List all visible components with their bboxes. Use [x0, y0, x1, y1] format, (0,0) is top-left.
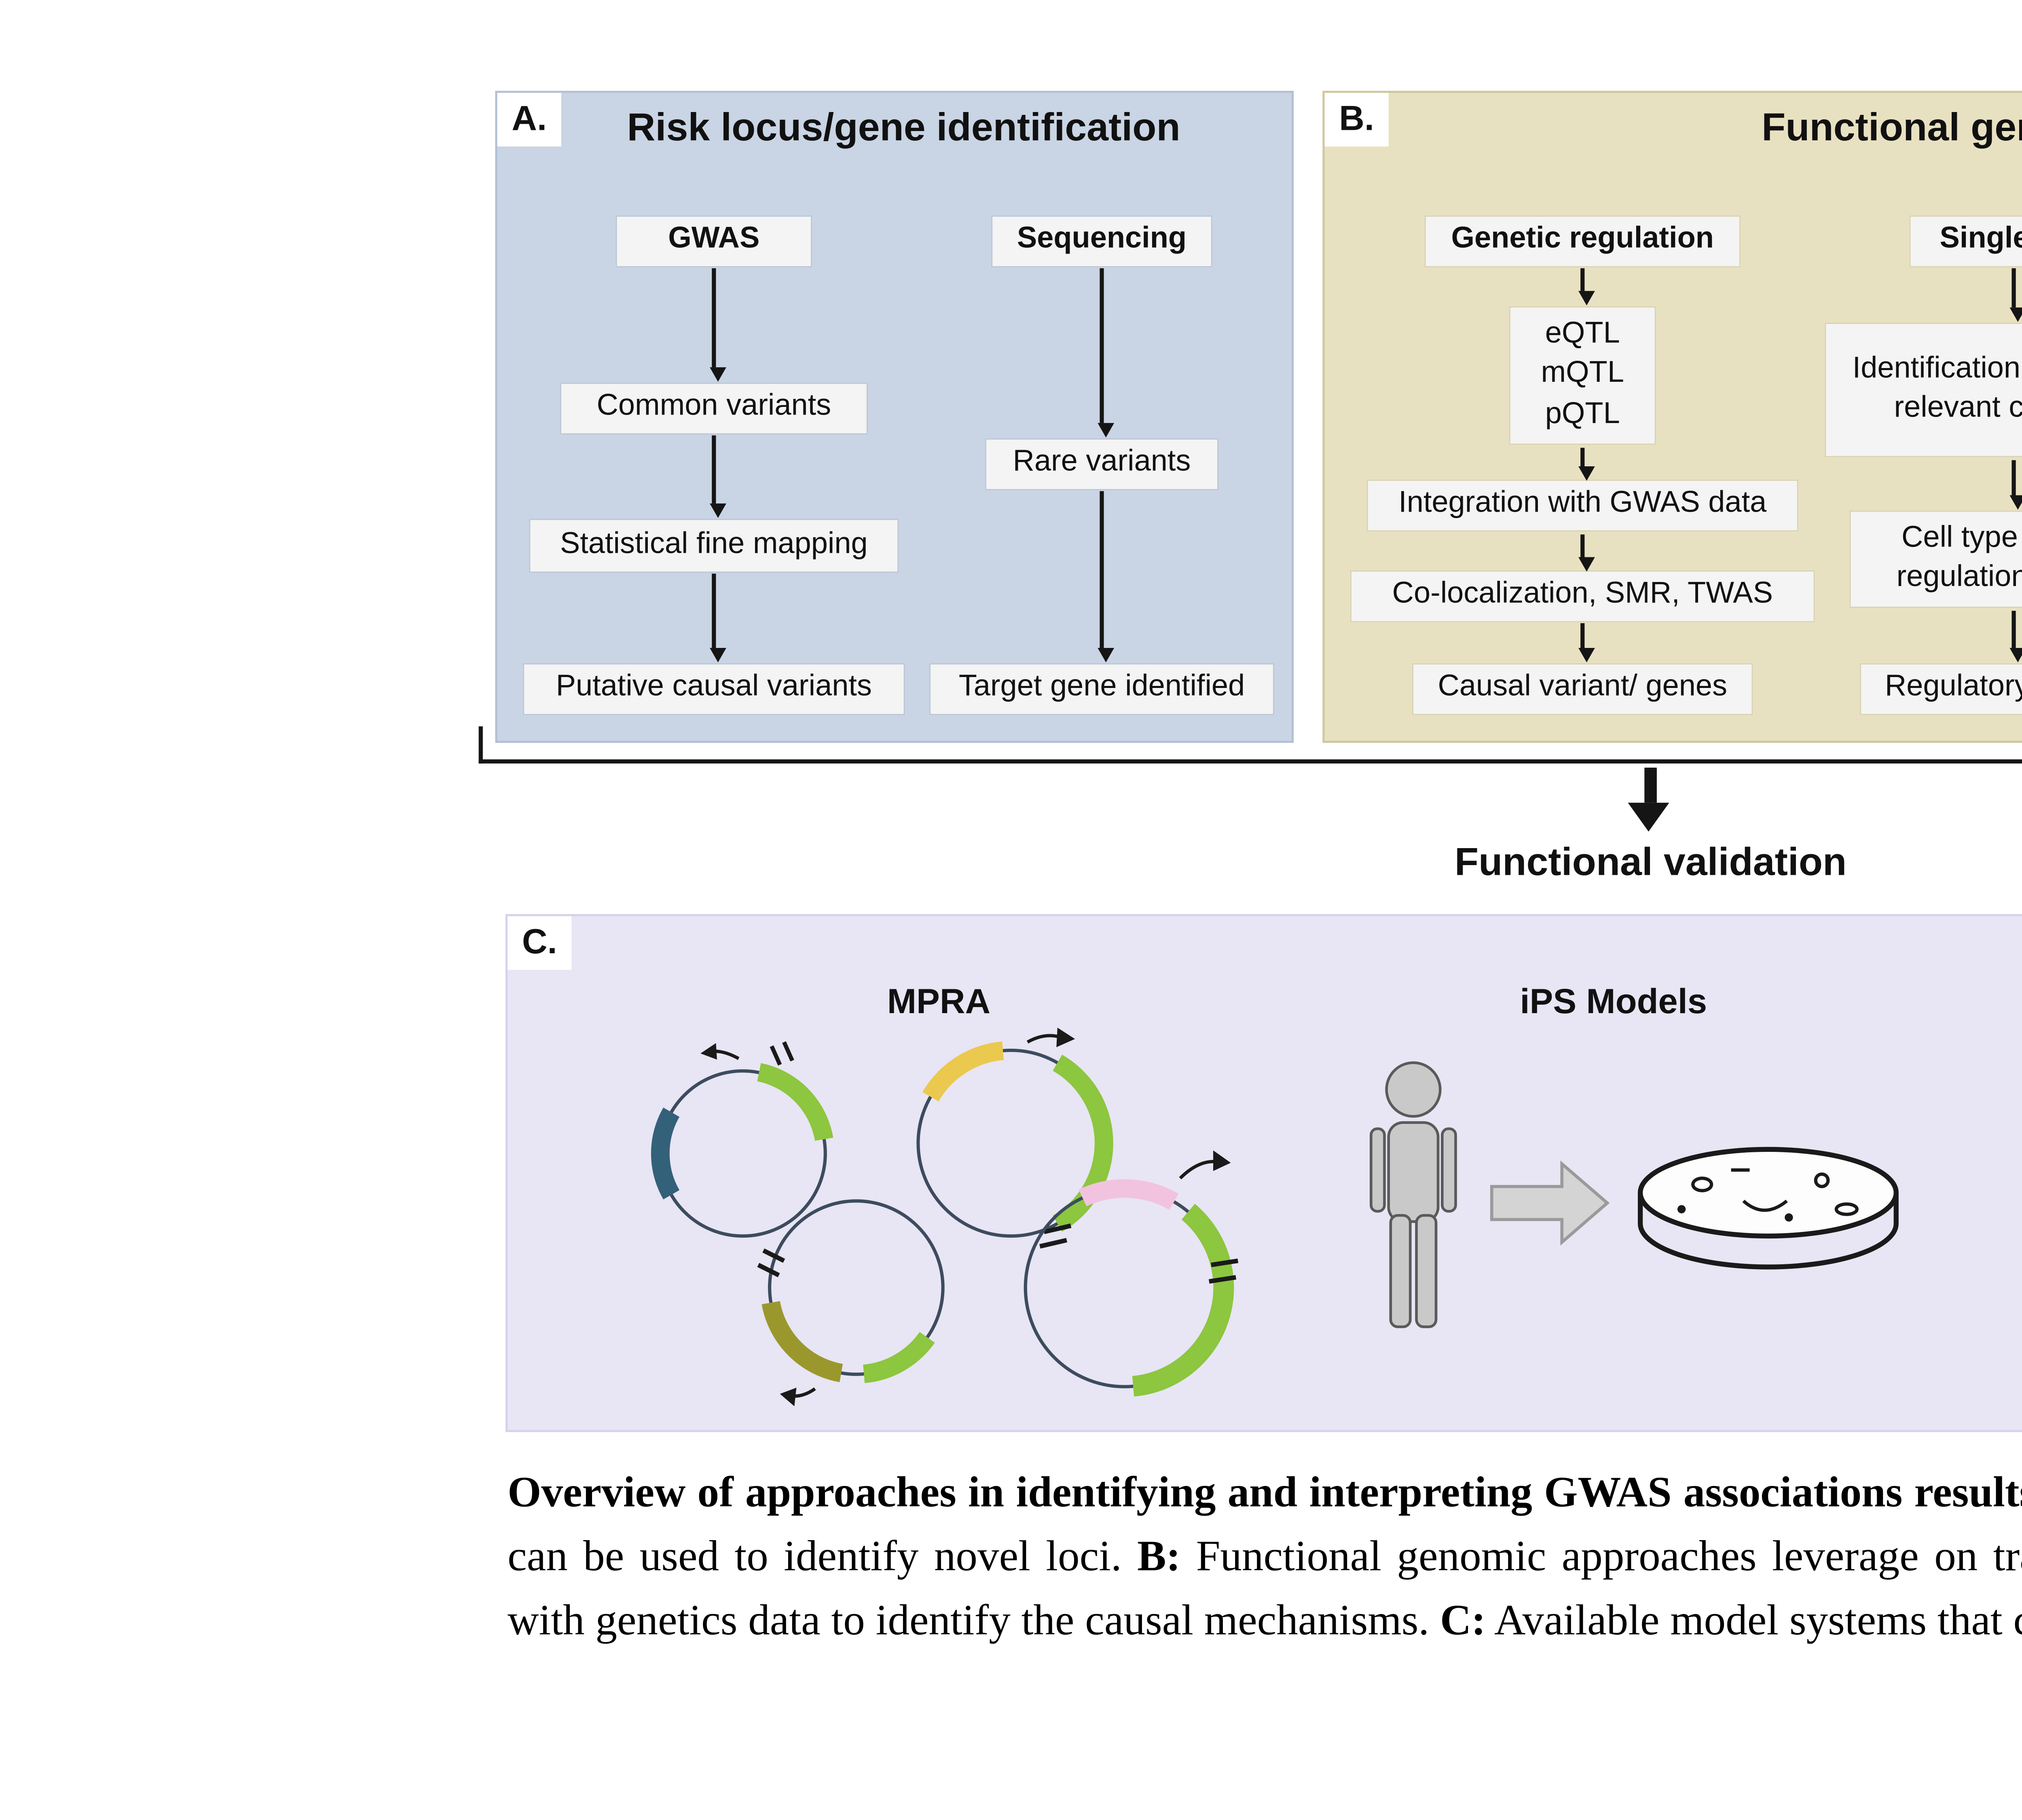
node-common-variants: Common variants [561, 383, 867, 434]
merge-bracket [478, 726, 2022, 764]
node-gwas: GWAS [617, 216, 811, 267]
plasmid-segment [922, 1041, 1004, 1102]
flow-arrow-icon [1577, 534, 1594, 572]
node-regulatory-network: Regulatory network [1861, 664, 2022, 714]
hatch-marks [757, 1248, 785, 1278]
panel-a-label: A. [497, 93, 561, 148]
promoter-arrow-icon [1179, 1160, 1218, 1180]
panel-c-label: C. [508, 916, 572, 971]
node-genetic-regulation: Genetic regulation [1426, 216, 1740, 267]
plasmid-segment [1132, 1204, 1234, 1397]
node-statistical-fine-mapping: Statistical fine mapping [530, 520, 898, 572]
mpra-plasmids-illustration [651, 1027, 1239, 1407]
ips-models-illustration [1369, 1061, 1899, 1328]
plasmid-segment [757, 1063, 833, 1141]
node-celltype-regulation: Cell type specific regulation (eQTL) [1851, 512, 2022, 607]
plasmid-segment [1053, 1054, 1113, 1232]
flow-arrow-icon [1577, 623, 1594, 662]
plasmid-segment [651, 1107, 680, 1200]
panel-a-title: Risk locus/gene identification [627, 107, 1180, 151]
flow-arrow-icon [709, 268, 725, 382]
node-causal-variant-genes: Causal variant/ genes [1413, 664, 1752, 714]
flow-arrow-icon [2008, 460, 2022, 510]
node-sequencing: Sequencing [992, 216, 1211, 267]
caption-c-text: Available model systems that could be em… [1494, 1594, 2022, 1644]
node-single-cell: Single cell [1910, 216, 2022, 267]
caption-b-text: Functional genomic approaches leverage o… [508, 1530, 2022, 1644]
down-arrow-icon [1628, 802, 1669, 832]
plasmid-segment [761, 1301, 843, 1382]
caption-a-text: DNA based genotyping and sequencing can … [508, 1530, 1122, 1581]
panel-b-title: Functional genomic approaches [1762, 107, 2022, 151]
plasmid-segment [1079, 1179, 1179, 1210]
figure-caption: Overview of approaches in identifying an… [508, 1461, 2022, 1652]
flow-arrow-icon [1096, 491, 1113, 662]
functional-validation-title: Functional validation [1454, 842, 1847, 885]
flow-arrow-icon [2008, 611, 2022, 662]
caption-c-label: C: [1440, 1594, 1486, 1644]
flow-arrow-icon [1096, 268, 1113, 438]
mpra-title: MPRA [887, 982, 991, 1022]
right-arrow-icon [1490, 1160, 1610, 1246]
caption-title: Overview of approaches in identifying an… [508, 1467, 2022, 1517]
flow-arrow-icon [709, 574, 725, 662]
flow-arrow-icon [709, 435, 725, 518]
hatch-marks [1039, 1223, 1072, 1249]
node-colocalization: Co-localization, SMR, TWAS [1351, 571, 1814, 621]
panel-b-label: B. [1324, 93, 1389, 148]
node-qtl-list: eQTL mQTL pQTL [1510, 307, 1655, 444]
caption-b-label: B: [1137, 1530, 1181, 1581]
node-target-gene-identified: Target gene identified [931, 664, 1273, 714]
hatch-marks [770, 1041, 794, 1066]
hatch-marks [1208, 1258, 1239, 1284]
flow-arrow-icon [2008, 268, 2022, 322]
down-arrow-icon [1644, 767, 1657, 803]
node-rare-variants: Rare variants [986, 439, 1218, 489]
node-integration-gwas: Integration with GWAS data [1368, 480, 1797, 531]
flow-arrow-icon [1577, 448, 1594, 481]
node-putative-causal-variants: Putative causal variants [524, 664, 904, 714]
node-disease-relevant-cells: Identification of disease-relevant cell … [1826, 324, 2022, 456]
petri-dish-icon [1637, 1147, 1899, 1270]
plasmid-segment [863, 1332, 935, 1383]
ips-models-title: iPS Models [1520, 982, 1707, 1022]
human-figure-icon [1369, 1061, 1457, 1328]
flow-arrow-icon [1577, 268, 1594, 306]
